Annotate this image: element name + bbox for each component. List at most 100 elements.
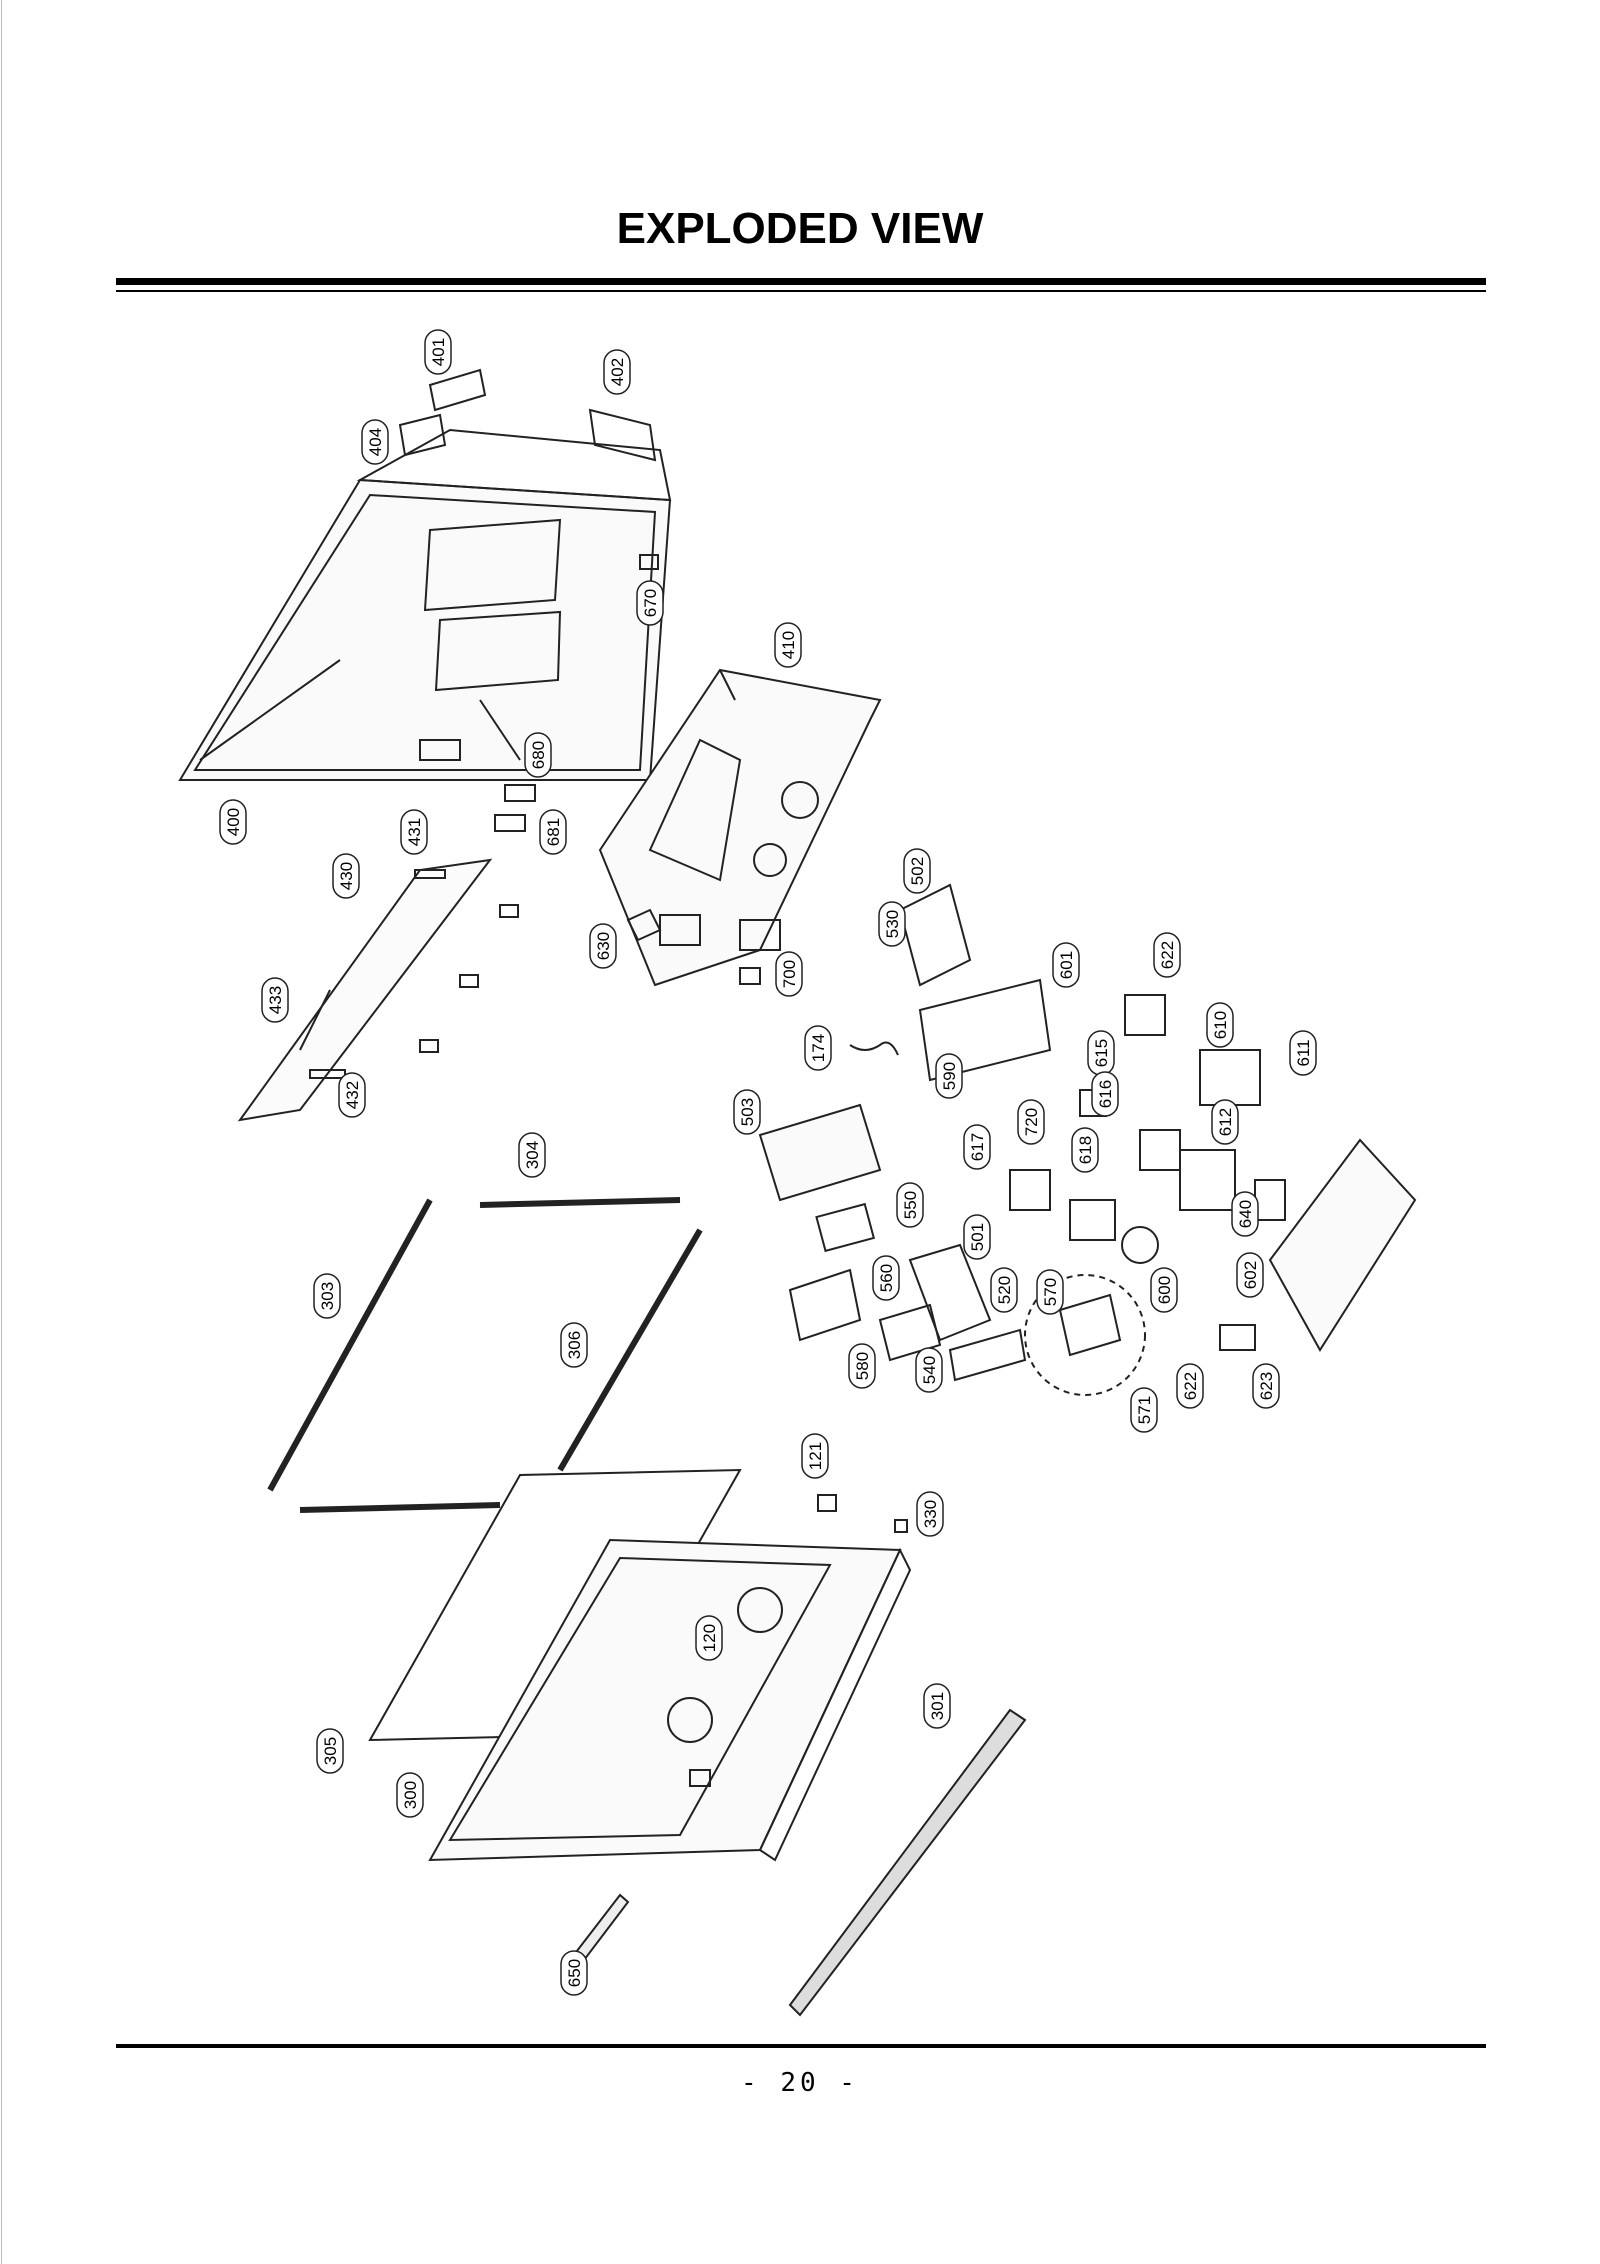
callout-label: 622 xyxy=(1181,1372,1200,1400)
callout-label: 433 xyxy=(266,986,285,1014)
part-550 xyxy=(815,1202,876,1253)
callout-label: 570 xyxy=(1041,1278,1060,1306)
page-number: - 20 - xyxy=(741,2068,859,2098)
callout-502: 502 xyxy=(903,848,931,894)
callout-badge xyxy=(695,1615,723,1661)
callout-label: 301 xyxy=(928,1692,947,1720)
callout-404: 404 xyxy=(361,419,389,465)
callout-label: 560 xyxy=(877,1264,896,1292)
callout-label: 640 xyxy=(1236,1200,1255,1228)
callout-611: 611 xyxy=(1289,1030,1317,1076)
callout-label: 120 xyxy=(700,1624,719,1652)
callout-badge xyxy=(361,419,389,465)
callout-badge xyxy=(560,1322,588,1368)
part-618 xyxy=(1069,1199,1116,1241)
callout-720: 720 xyxy=(1017,1099,1045,1145)
part-622 xyxy=(1124,994,1166,1036)
trim-303 xyxy=(267,1198,433,1492)
part-616 xyxy=(1139,1129,1181,1171)
callout-174: 174 xyxy=(804,1025,832,1071)
callout-badge xyxy=(589,923,617,969)
callout-410: 410 xyxy=(774,622,802,668)
part-630 xyxy=(626,908,662,942)
part-570 xyxy=(1058,1293,1122,1357)
part-601 xyxy=(918,978,1052,1082)
callout-580: 580 xyxy=(848,1343,876,1389)
callout-badge xyxy=(903,848,931,894)
callout-label: 501 xyxy=(968,1223,987,1251)
callout-570: 570 xyxy=(1036,1269,1064,1315)
part-571-group xyxy=(1024,1274,1146,1396)
callout-badge xyxy=(1130,1387,1158,1433)
callout-label: 617 xyxy=(968,1133,987,1161)
rear-panel-430 xyxy=(237,858,519,1122)
callout-badge xyxy=(1150,1267,1178,1313)
callout-label: 611 xyxy=(1294,1039,1313,1066)
callout-label: 303 xyxy=(318,1282,337,1310)
callout-label: 623 xyxy=(1257,1372,1276,1400)
callout-label: 410 xyxy=(779,631,798,659)
callout-label: 121 xyxy=(806,1442,825,1470)
callout-badge xyxy=(1052,942,1080,988)
callout-badge xyxy=(1153,932,1181,978)
callout-label: 580 xyxy=(853,1352,872,1380)
part-602 xyxy=(1268,1138,1417,1352)
callout-label: 681 xyxy=(544,818,563,846)
callout-label: 618 xyxy=(1076,1136,1095,1164)
callout-540: 540 xyxy=(915,1347,943,1393)
callout-650: 650 xyxy=(560,1950,588,1996)
callout-label: 304 xyxy=(523,1141,542,1169)
callout-612: 612 xyxy=(1211,1099,1239,1145)
callout-681: 681 xyxy=(539,809,567,855)
callout-badge xyxy=(313,1273,341,1319)
callout-label: 590 xyxy=(940,1062,959,1090)
callout-306: 306 xyxy=(560,1322,588,1368)
callout-550: 550 xyxy=(896,1182,924,1228)
part-404 xyxy=(398,413,447,457)
callout-badge xyxy=(524,732,552,778)
callout-badge xyxy=(916,1491,944,1537)
callout-303: 303 xyxy=(313,1273,341,1319)
part-700 xyxy=(739,967,761,985)
callout-badge xyxy=(560,1950,588,1996)
trim-304 xyxy=(479,1197,681,1208)
callout-badge xyxy=(1236,1252,1264,1298)
callout-badge xyxy=(801,1433,829,1479)
callout-label: 680 xyxy=(529,741,548,769)
callout-602: 602 xyxy=(1236,1252,1264,1298)
callout-label: 540 xyxy=(920,1356,939,1384)
callout-badge xyxy=(603,349,631,395)
callout-badge xyxy=(990,1267,1018,1313)
callout-label: 430 xyxy=(337,862,356,890)
callout-label: 630 xyxy=(594,932,613,960)
footer-rule xyxy=(116,2044,1486,2048)
callout-badge xyxy=(219,799,247,845)
callout-400: 400 xyxy=(219,799,247,845)
callout-610: 610 xyxy=(1206,1002,1234,1048)
callout-badge xyxy=(1211,1099,1239,1145)
callout-560: 560 xyxy=(872,1255,900,1301)
callout-300: 300 xyxy=(396,1772,424,1818)
callout-badge xyxy=(896,1182,924,1228)
callout-433: 433 xyxy=(261,977,289,1023)
callout-330: 330 xyxy=(916,1491,944,1537)
callout-432: 432 xyxy=(338,1072,366,1118)
trim-bottom xyxy=(299,1502,501,1513)
part-330 xyxy=(894,1519,908,1533)
callout-622: 622 xyxy=(1176,1363,1204,1409)
callout-badge xyxy=(804,1025,832,1071)
callout-label: 610 xyxy=(1211,1011,1230,1039)
callout-600: 600 xyxy=(1150,1267,1178,1313)
callout-700: 700 xyxy=(775,951,803,997)
part-617 xyxy=(1009,1169,1051,1211)
callout-badge xyxy=(1252,1363,1280,1409)
callout-label: 600 xyxy=(1155,1276,1174,1304)
callout-badge xyxy=(518,1132,546,1178)
part-401 xyxy=(428,368,487,412)
callout-616: 616 xyxy=(1091,1071,1119,1117)
callout-badge xyxy=(1231,1191,1259,1237)
callout-label: 520 xyxy=(995,1276,1014,1304)
callout-badge xyxy=(1071,1127,1099,1173)
part-680 xyxy=(504,784,536,802)
callout-530: 530 xyxy=(878,901,906,947)
